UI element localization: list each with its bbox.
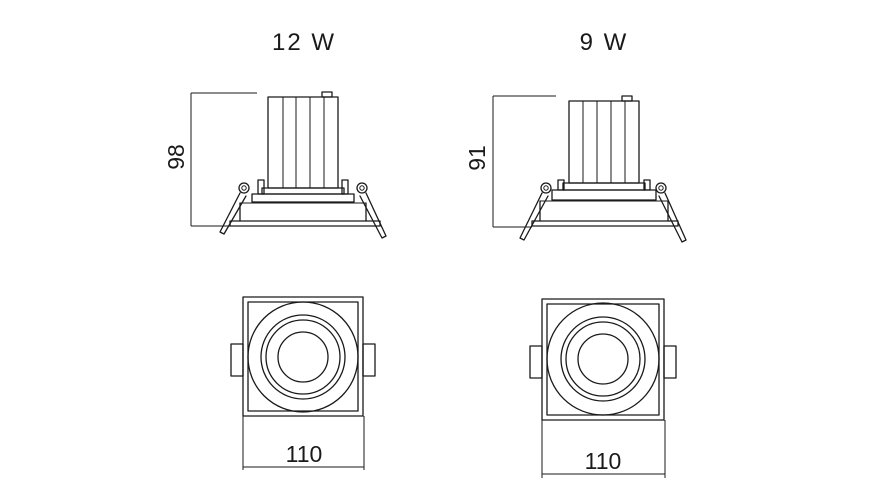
variant-9w: 9 W 91 xyxy=(464,29,687,478)
height-label: 98 xyxy=(163,144,189,170)
height-label: 91 xyxy=(464,145,490,171)
top-view: 110 xyxy=(230,296,376,470)
side-view: 98 xyxy=(163,91,387,239)
width-label: 110 xyxy=(585,448,622,474)
top-view: 110 xyxy=(529,298,677,478)
width-label: 110 xyxy=(286,441,323,467)
side-view: 91 xyxy=(464,95,687,243)
variant-12w: 12 W xyxy=(163,29,387,470)
variant-title: 9 W xyxy=(580,29,629,56)
variant-title: 12 W xyxy=(272,29,336,56)
